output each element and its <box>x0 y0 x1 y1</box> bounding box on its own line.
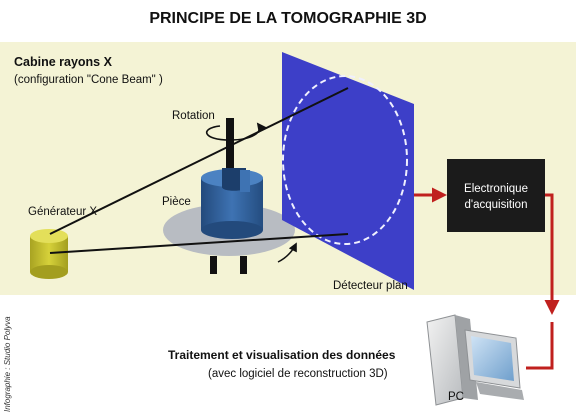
flat-panel-detector-icon <box>282 52 414 290</box>
generator-label: Générateur X <box>28 206 97 218</box>
projection-circle <box>282 75 408 245</box>
electronics-label-line2: d'acquisition <box>465 199 528 211</box>
acquisition-electronics-box <box>447 159 545 232</box>
rotation-axis <box>226 118 234 170</box>
page-title: PRINCIPE DE LA TOMOGRAPHIE 3D <box>149 10 426 27</box>
sample-piece-icon <box>201 168 263 239</box>
pc-connection-line <box>526 322 554 370</box>
electronics-to-pc-arrow <box>544 193 560 315</box>
treatment-title: Traitement et visualisation des données <box>168 348 396 362</box>
xray-generator-icon <box>30 229 68 279</box>
electronics-label-line1: Electronique <box>464 183 528 195</box>
rotation-label: Rotation <box>172 110 215 122</box>
turntable-arrow-icon <box>277 242 297 263</box>
treatment-subtitle: (avec logiciel de reconstruction 3D) <box>208 368 388 380</box>
desktop-pc-icon <box>426 314 524 406</box>
cabin-subtitle: (configuration "Cone Beam" ) <box>14 74 163 86</box>
cabin-title: Cabine rayons X <box>14 55 113 69</box>
xray-cone-beam <box>49 87 349 254</box>
detector-label: Détecteur plan <box>333 280 408 292</box>
piece-label: Pièce <box>162 196 191 208</box>
credit-label: Infographie : Studio Polyva <box>3 316 12 412</box>
pc-label: PC <box>448 391 464 403</box>
